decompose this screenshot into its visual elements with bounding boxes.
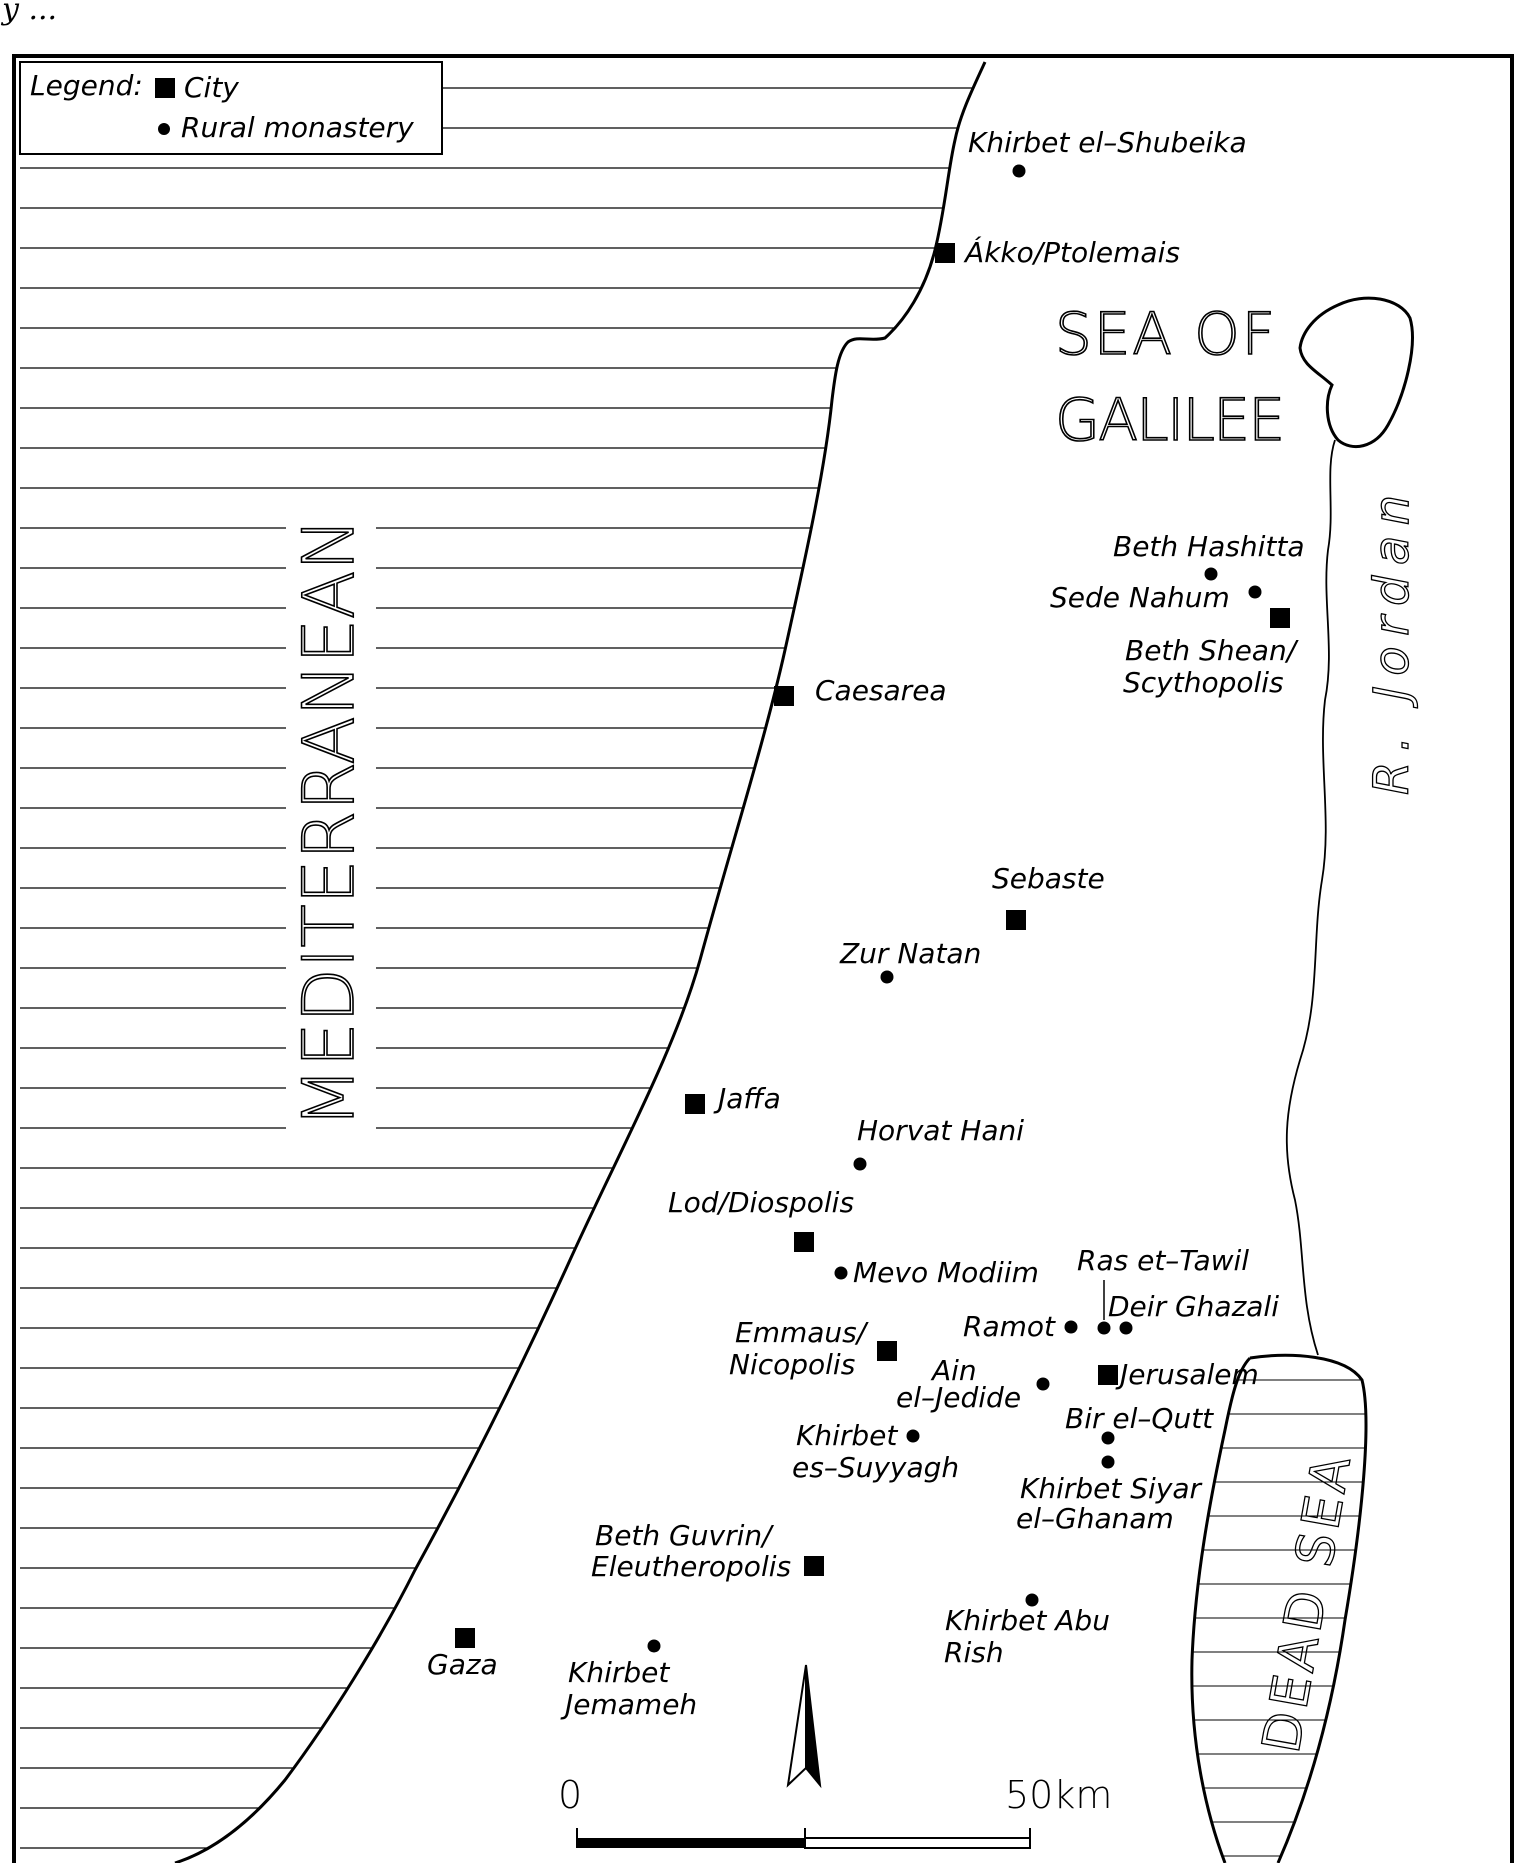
city-label-beth-guvrin-line2: Eleutheropolis bbox=[591, 1550, 791, 1583]
scale-bar-filled bbox=[577, 1838, 805, 1848]
coastline bbox=[174, 61, 987, 1863]
monastery-label-khirbet: Khirbet bbox=[568, 1656, 670, 1689]
city-marker-lod-diospolis bbox=[794, 1232, 814, 1252]
monastery-label-khirbet-line2: es–Suyyagh bbox=[792, 1451, 959, 1484]
monastery-marker-ain bbox=[1036, 1377, 1050, 1391]
monastery-marker-beth-hashitta bbox=[1204, 567, 1218, 581]
monastery-symbol-icon bbox=[158, 123, 170, 135]
monastery-marker-sede-nahum bbox=[1248, 585, 1262, 599]
jordan-river bbox=[1285, 439, 1336, 1356]
monastery-label-khirbet-siyar-line2: el–Ghanam bbox=[1016, 1502, 1174, 1535]
monastery-marker-deir-ghazali bbox=[1119, 1321, 1133, 1335]
monastery-label-khirbet-siyar: Khirbet Siyar bbox=[1020, 1472, 1203, 1505]
city-label-gaza: Gaza bbox=[427, 1648, 498, 1681]
city-marker-jerusalem bbox=[1098, 1365, 1118, 1385]
city-marker-emmaus bbox=[877, 1341, 897, 1361]
legend-monastery-label: Rural monastery bbox=[181, 111, 414, 144]
monastery-marker-ramot bbox=[1064, 1320, 1078, 1334]
monastery-label-deir-ghazali: Deir Ghazali bbox=[1108, 1290, 1279, 1323]
monastery-label-bir-el-qutt: Bir el–Qutt bbox=[1065, 1402, 1214, 1435]
city-marker-a-kko-ptolemais bbox=[935, 243, 955, 263]
monastery-marker-khirbet-siyar bbox=[1101, 1455, 1115, 1469]
city-label-a-kko-ptolemais: Ákko/Ptolemais bbox=[963, 235, 1180, 269]
city-label-sebaste: Sebaste bbox=[992, 862, 1105, 895]
city-marker-caesarea bbox=[774, 686, 794, 706]
monastery-marker-ras-et-tawil bbox=[1097, 1321, 1111, 1335]
mediterranean-label: MEDITERRANEAN bbox=[288, 518, 370, 1128]
city-label-caesarea: Caesarea bbox=[815, 674, 947, 707]
scale-bar-empty bbox=[804, 1837, 1031, 1849]
monastery-label-zur-natan: Zur Natan bbox=[839, 937, 981, 970]
legend-title: Legend: bbox=[30, 69, 143, 102]
monastery-label-khirbet-abu-line2: Rish bbox=[944, 1636, 1004, 1669]
monastery-marker-bir-el-qutt bbox=[1101, 1431, 1115, 1445]
city-marker-gaza bbox=[455, 1628, 475, 1648]
north-arrow-icon bbox=[786, 1664, 822, 1789]
city-label-emmaus-line2: Nicopolis bbox=[729, 1348, 855, 1381]
monastery-marker-khirbet-el-shubeika bbox=[1012, 164, 1026, 178]
city-marker-jaffa bbox=[685, 1094, 705, 1114]
monastery-label-sede-nahum: Sede Nahum bbox=[1050, 581, 1230, 614]
city-label-emmaus: Emmaus/ bbox=[735, 1316, 869, 1349]
sea-of-galilee-label-line2: GALILEE bbox=[1055, 386, 1285, 454]
monastery-marker-khirbet bbox=[906, 1429, 920, 1443]
sea-of-galilee-label-line1: SEA OF bbox=[1055, 300, 1275, 368]
city-label-jaffa: Jaffa bbox=[713, 1082, 781, 1115]
sea-of-galilee bbox=[1298, 296, 1414, 449]
monastery-label-beth-hashitta: Beth Hashitta bbox=[1113, 530, 1305, 563]
legend: Legend: City Rural monastery bbox=[19, 61, 443, 155]
map-frame bbox=[12, 54, 1514, 1863]
jordan-river-label: R. Jordan bbox=[1364, 495, 1420, 795]
monastery-marker-mevo-modiim bbox=[834, 1266, 848, 1280]
scale-start-label: 0 bbox=[558, 1773, 582, 1817]
monastery-label-khirbet-line2: Jemameh bbox=[560, 1688, 697, 1721]
city-symbol-icon bbox=[155, 78, 175, 98]
monastery-marker-khirbet bbox=[647, 1639, 661, 1653]
monastery-label-ras-et-tawil: Ras et–Tawil bbox=[1077, 1244, 1249, 1277]
top-text-fragment: y ... bbox=[2, 0, 58, 27]
legend-box bbox=[19, 61, 443, 155]
city-label-lod-diospolis: Lod/Diospolis bbox=[668, 1186, 854, 1219]
dead-sea bbox=[1190, 1353, 1368, 1863]
city-label-jerusalem: Jerusalem bbox=[1115, 1358, 1259, 1391]
city-marker-beth-guvrin bbox=[804, 1556, 824, 1576]
monastery-label-mevo-modiim: Mevo Modiim bbox=[853, 1256, 1039, 1289]
monastery-label-horvat-hani: Horvat Hani bbox=[857, 1114, 1024, 1147]
scale-bar: 0 50km bbox=[558, 1773, 1112, 1849]
city-label-beth-guvrin: Beth Guvrin/ bbox=[595, 1519, 774, 1552]
city-marker-beth-shean bbox=[1270, 608, 1290, 628]
legend-city-label: City bbox=[184, 71, 239, 104]
monastery-marker-khirbet-abu bbox=[1025, 1593, 1039, 1607]
monastery-label-ain-line2: el–Jedide bbox=[896, 1381, 1021, 1414]
scale-end-label: 50km bbox=[1005, 1773, 1112, 1817]
city-marker-sebaste bbox=[1006, 910, 1026, 930]
mediterranean-label-group: MEDITERRANEAN bbox=[286, 515, 376, 1135]
monastery-label-khirbet: Khirbet bbox=[796, 1419, 898, 1452]
monastery-marker-zur-natan bbox=[880, 970, 894, 984]
monastery-label-khirbet-abu: Khirbet Abu bbox=[945, 1604, 1110, 1637]
monastery-marker-horvat-hani bbox=[853, 1157, 867, 1171]
city-label-beth-shean: Beth Shean/ bbox=[1125, 634, 1299, 667]
monastery-label-khirbet-el-shubeika: Khirbet el–Shubeika bbox=[968, 126, 1247, 159]
mediterranean-label-backing bbox=[286, 515, 376, 1135]
city-label-beth-shean-line2: Scythopolis bbox=[1123, 666, 1284, 699]
monastery-label-ramot: Ramot bbox=[963, 1310, 1056, 1343]
monastery-label-ain: Ain bbox=[930, 1354, 977, 1387]
